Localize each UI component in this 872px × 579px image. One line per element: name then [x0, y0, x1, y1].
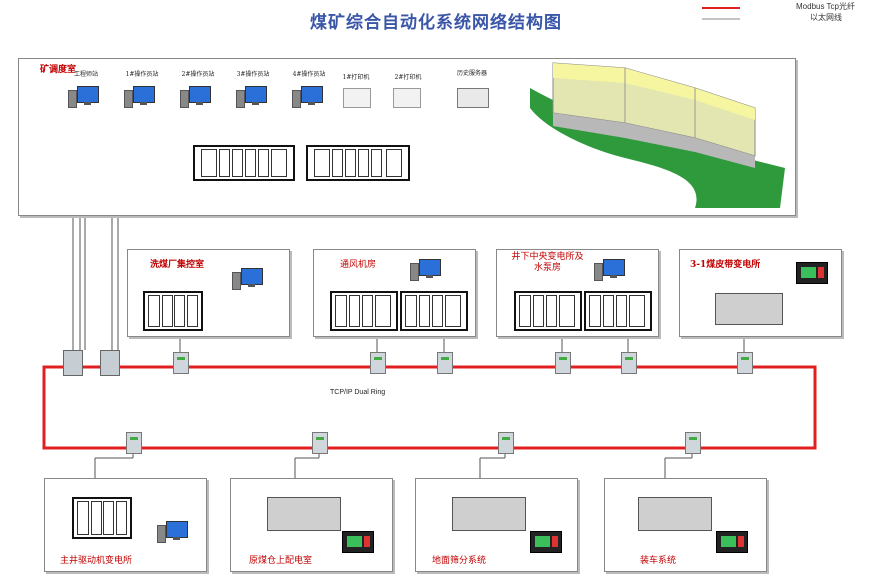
control-cabinet — [584, 291, 652, 331]
station-label: 1#操作员站 — [125, 71, 159, 78]
control-cabinet — [330, 291, 398, 331]
printer-2-icon — [393, 88, 421, 108]
control-cabinet — [400, 291, 468, 331]
ring-switch-icon — [370, 352, 386, 374]
station-label: 2#打印机 — [394, 74, 422, 81]
hmi-panel-icon — [530, 531, 562, 553]
ring-switch-icon — [685, 432, 701, 454]
ring-switch-icon — [126, 432, 142, 454]
display-wall-image — [530, 62, 785, 208]
pc-icon — [232, 268, 263, 290]
ring-switch-icon — [173, 352, 189, 374]
plc-icon — [638, 497, 712, 531]
plc-icon — [452, 497, 526, 531]
pc-icon — [410, 259, 441, 281]
station-label: 历史服务器 — [456, 70, 487, 77]
station-label: 1#打印机 — [342, 74, 370, 81]
upper-room-label: 洗煤厂集控室 — [150, 260, 205, 270]
ring-switch-icon — [621, 352, 637, 374]
control-cabinet — [514, 291, 582, 331]
station-label: 工程师站 — [73, 71, 98, 78]
lower-room-label: 装车系统 — [640, 556, 677, 566]
operator-station-2-pc — [180, 86, 211, 108]
lower-room-label: 地面筛分系统 — [432, 556, 487, 566]
legend-gray-label: 以太网线 — [810, 13, 842, 22]
pc-icon — [157, 521, 188, 543]
ring-switch-icon — [100, 350, 120, 376]
pc-icon — [594, 259, 625, 281]
dispatch-cabinet-2 — [306, 145, 410, 181]
upper-room-label: 通风机房 — [340, 260, 377, 270]
history-server-icon — [457, 88, 489, 108]
engineer-station-pc — [68, 86, 99, 108]
upper-room-label: 3-1煤皮带变电所 — [690, 260, 761, 270]
dispatch-cabinet-1 — [193, 145, 295, 181]
page-title: 煤矿综合自动化系统网络结构图 — [310, 13, 562, 33]
plc-icon — [267, 497, 341, 531]
dispatch-room-label: 矿调度室 — [40, 65, 77, 75]
operator-station-1-pc — [124, 86, 155, 108]
station-label: 2#操作员站 — [181, 71, 215, 78]
legend-red-label: Modbus Tcp光纤 — [796, 2, 855, 11]
hmi-panel-icon — [342, 531, 374, 553]
station-label: 4#操作员站 — [292, 71, 326, 78]
ring-switch-icon — [555, 352, 571, 374]
operator-station-4-pc — [292, 86, 323, 108]
ring-switch-icon — [737, 352, 753, 374]
lower-room-label: 原煤仓上配电室 — [249, 556, 313, 566]
hmi-panel-icon — [716, 531, 748, 553]
ring-switch-icon — [312, 432, 328, 454]
ring-switch-icon — [498, 432, 514, 454]
printer-1-icon — [343, 88, 371, 108]
upper-room-label: 井下中央变电所及水泵房 — [511, 252, 584, 273]
hmi-panel-icon — [796, 262, 828, 284]
station-label: 3#操作员站 — [236, 71, 270, 78]
control-cabinet — [143, 291, 203, 331]
ring-switch-icon — [437, 352, 453, 374]
control-cabinet — [72, 497, 132, 539]
operator-station-3-pc — [236, 86, 267, 108]
ring-label: TCP/IP Dual Ring — [330, 389, 386, 396]
plc-icon — [715, 293, 783, 325]
lower-room-label: 主井驱动机变电所 — [60, 556, 133, 566]
legend-lines — [702, 7, 740, 20]
ring-switch-icon — [63, 350, 83, 376]
